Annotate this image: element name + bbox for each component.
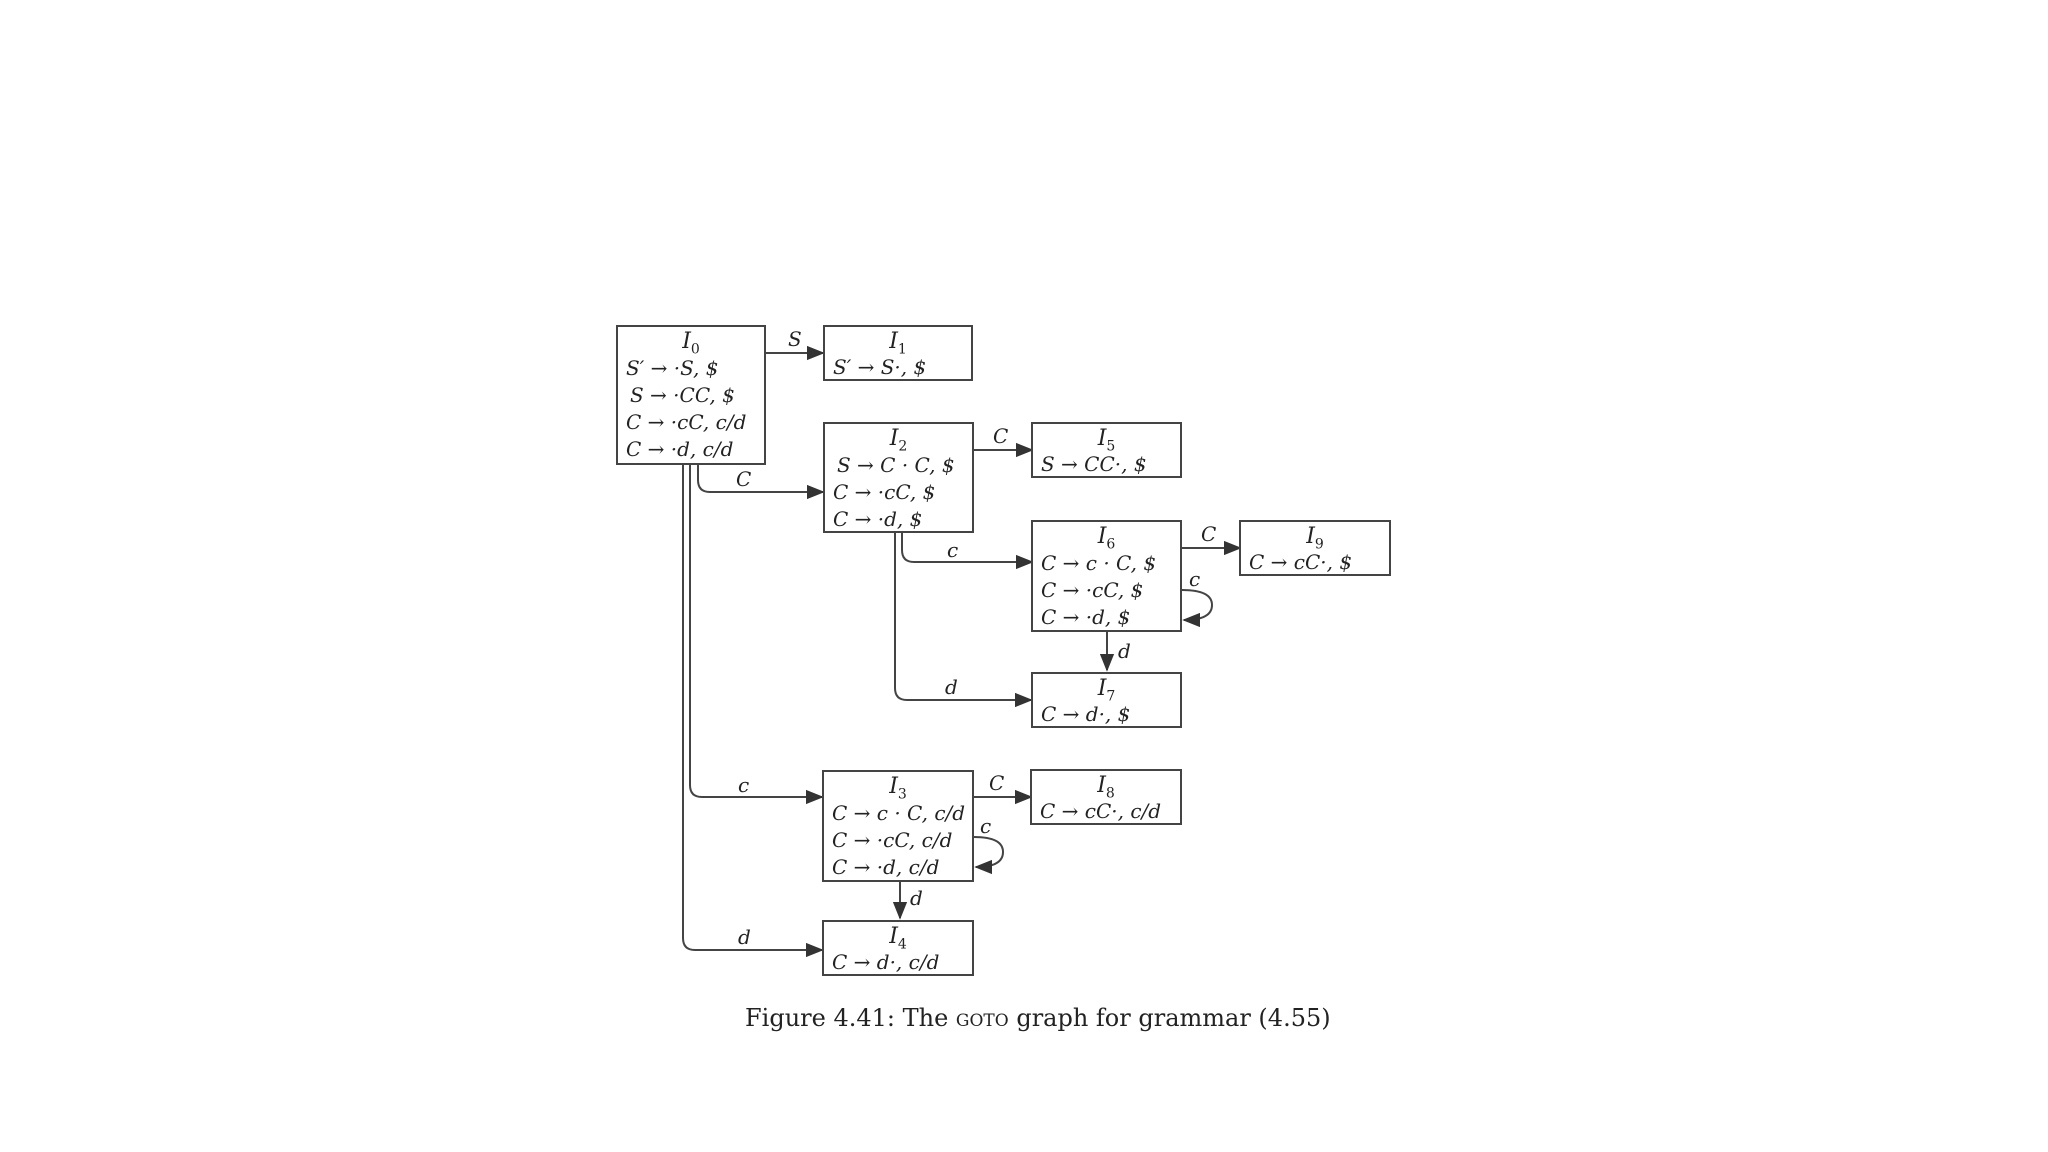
state-I3-item: C → c · C, c/d: [832, 801, 966, 825]
state-I2-item: S → C · C, $: [837, 453, 955, 477]
edge-I3-loop: [973, 836, 1005, 875]
figure-caption: Figure 4.41: The goto graph for grammar …: [745, 1004, 1331, 1032]
state-I3-title: I3: [889, 774, 907, 803]
edge-label-I0-I2: C: [736, 467, 752, 491]
edge-I0-I2: [697, 465, 825, 500]
state-I0-item: S → ·CC, $: [630, 383, 735, 407]
state-I5-item: S → CC·, $: [1041, 452, 1147, 476]
state-I5-title: I5: [1097, 426, 1116, 455]
state-I8-title: I8: [1097, 773, 1115, 802]
caption-prefix: Figure 4.41: The: [745, 1004, 956, 1032]
edge-label-I6-I7: d: [1118, 639, 1131, 663]
edge-label-I3-I8: C: [989, 771, 1005, 795]
edge-I2-I7: [894, 533, 1033, 708]
state-I3-item: C → ·d, c/d: [832, 855, 940, 879]
state-I0-item: C → ·d, c/d: [626, 437, 734, 461]
edge-label-I6-I9: C: [1201, 522, 1217, 546]
caption-goto: goto: [955, 1004, 1009, 1032]
edge-I2-I6: [901, 533, 1034, 570]
state-I6-title: I6: [1097, 524, 1116, 553]
state-I2-title: I2: [889, 426, 908, 455]
caption-suffix: graph for grammar (4.55): [1008, 1004, 1331, 1032]
edge-I6-loop: [1181, 589, 1214, 628]
state-I3: I3 C → c · C, c/d C → ·cC, c/d C → ·d, c…: [822, 770, 974, 882]
state-I6-item: C → ·cC, $: [1041, 578, 1144, 602]
state-I8: I8 C → cC·, c/d: [1030, 769, 1182, 825]
state-I2-item: C → ·d, $: [833, 507, 923, 531]
edge-I0-I4: [682, 465, 824, 958]
edge-label-I0-I4: d: [738, 925, 751, 949]
edge-I0-I3: [689, 465, 824, 805]
state-I0-title: I0: [682, 329, 700, 358]
edge-label-I6-loop: c: [1189, 567, 1201, 591]
state-I4: I4 C → d·, c/d: [822, 920, 974, 976]
state-I4-item: C → d·, c/d: [832, 950, 940, 974]
state-I7-item: C → d·, $: [1041, 702, 1131, 726]
state-I7-title: I7: [1097, 676, 1116, 705]
state-I7: I7 C → d·, $: [1031, 672, 1182, 728]
state-I2-item: C → ·cC, $: [833, 480, 936, 504]
edge-label-I2-I5: C: [993, 424, 1009, 448]
state-I9-item: C → cC·, $: [1249, 550, 1353, 574]
state-I2: I2 S → C · C, $ C → ·cC, $ C → ·d, $: [823, 422, 974, 533]
state-I0: I0 S′ → ·S, $ S → ·CC, $ C → ·cC, c/d C …: [616, 325, 766, 465]
edge-label-I0-I3: c: [738, 773, 750, 797]
state-I9-title: I9: [1306, 524, 1324, 553]
state-I5: I5 S → CC·, $: [1031, 422, 1182, 478]
state-I6: I6 C → c · C, $ C → ·cC, $ C → ·d, $: [1031, 520, 1182, 632]
state-I1: I1 S′ → S·, $: [823, 325, 973, 381]
state-I0-item: C → ·cC, c/d: [626, 410, 747, 434]
edge-label-I3-I4: d: [910, 886, 923, 910]
state-I1-title: I1: [889, 329, 907, 358]
state-I1-item: S′ → S·, $: [833, 355, 927, 379]
state-I9: I9 C → cC·, $: [1239, 520, 1391, 576]
state-I8-item: C → cC·, c/d: [1040, 799, 1162, 823]
state-I6-item: C → ·d, $: [1041, 605, 1131, 629]
edge-label-I2-I7: d: [945, 675, 958, 699]
state-I3-item: C → ·cC, c/d: [832, 828, 953, 852]
edge-label-I2-I6: c: [947, 538, 959, 562]
edge-label-I3-loop: c: [980, 814, 992, 838]
state-I6-item: C → c · C, $: [1041, 551, 1157, 575]
state-I4-title: I4: [889, 924, 907, 953]
edge-label-I0-I1: S: [788, 327, 802, 351]
state-I0-item: S′ → ·S, $: [626, 356, 719, 380]
